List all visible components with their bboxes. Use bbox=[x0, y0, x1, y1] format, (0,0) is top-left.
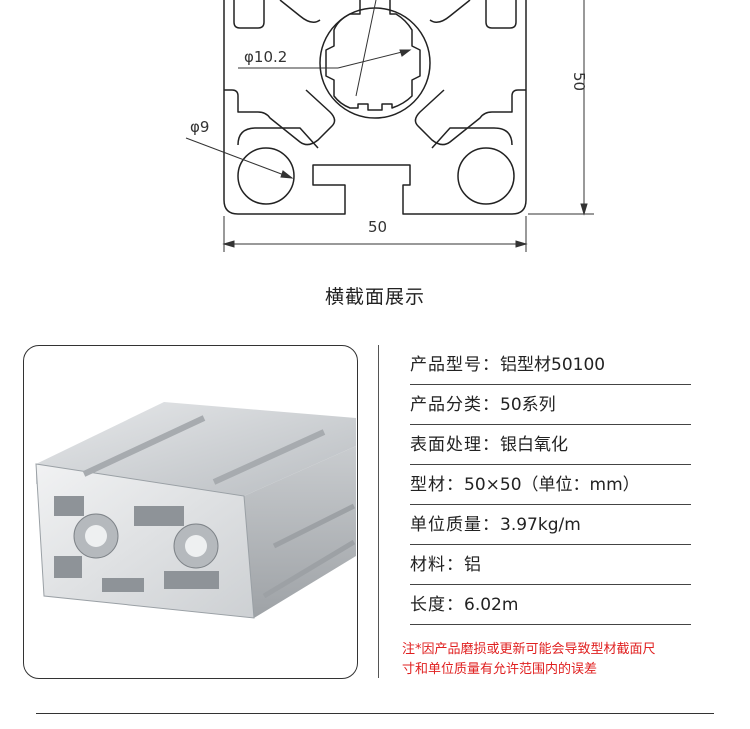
profile-outline bbox=[223, 0, 527, 215]
spec-label: 单位质量： bbox=[410, 515, 500, 535]
spec-label: 长度： bbox=[410, 595, 464, 615]
disclaimer-note: 注*因产品磨损或更新可能会导致型材截面尺 寸和单位质量有允许范围内的误差 bbox=[402, 640, 702, 680]
hole-corner-diameter-label: φ9 bbox=[190, 118, 209, 136]
spec-label: 表面处理： bbox=[410, 435, 500, 455]
bottom-divider bbox=[36, 713, 714, 714]
spec-row-model: 产品型号：铝型材50100 bbox=[410, 345, 691, 385]
center-spline-hole bbox=[325, 0, 421, 111]
spec-value: 银白氧化 bbox=[500, 435, 568, 455]
spec-label: 材料： bbox=[410, 555, 464, 575]
spec-value: 50×50（单位：mm） bbox=[464, 475, 640, 495]
note-line-1: 注*因产品磨损或更新可能会导致型材截面尺 bbox=[402, 642, 656, 657]
note-line-2: 寸和单位质量有允许范围内的误差 bbox=[402, 662, 598, 677]
spec-row-material: 材料：铝 bbox=[410, 545, 691, 585]
spec-value: 6.02m bbox=[464, 595, 519, 615]
spec-row-length: 长度：6.02m bbox=[410, 585, 691, 625]
cross-section-caption: 横截面展示 bbox=[324, 286, 425, 308]
spec-row-category: 产品分类：50系列 bbox=[410, 385, 691, 425]
height-dimension-label: 50 bbox=[570, 72, 588, 91]
spec-row-profile: 型材：50×50（单位：mm） bbox=[410, 465, 691, 505]
spec-value: 3.97kg/m bbox=[500, 515, 581, 535]
spec-label: 型材： bbox=[410, 475, 464, 495]
aluminum-profile-image bbox=[35, 402, 356, 619]
hole-center-diameter-label: φ10.2 bbox=[244, 48, 287, 66]
spec-value: 铝 bbox=[464, 555, 481, 575]
spec-value: 铝型材50100 bbox=[500, 355, 606, 375]
width-dimension-label: 50 bbox=[368, 218, 387, 236]
spec-row-surface: 表面处理：银白氧化 bbox=[410, 425, 691, 465]
cross-section-drawing: φ10.2 φ9 50 50 bbox=[0, 0, 750, 265]
product-image-card bbox=[23, 345, 358, 679]
spec-label: 产品型号： bbox=[410, 355, 500, 375]
spec-value: 50系列 bbox=[500, 395, 556, 415]
vertical-divider bbox=[378, 345, 379, 678]
spec-label: 产品分类： bbox=[410, 395, 500, 415]
spec-row-unit-weight: 单位质量：3.97kg/m bbox=[410, 505, 691, 545]
spec-list: 产品型号：铝型材50100 产品分类：50系列 表面处理：银白氧化 型材：50×… bbox=[410, 345, 691, 625]
